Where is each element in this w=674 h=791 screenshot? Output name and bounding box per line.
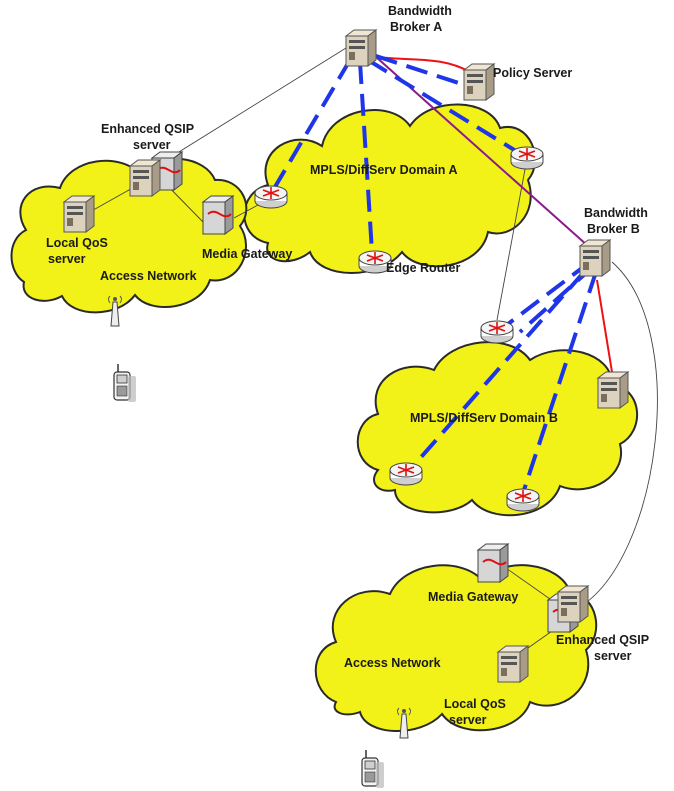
label-eqsip-a-line1: Enhanced QSIP [101, 122, 194, 136]
label-media-gateway-b: Media Gateway [428, 590, 518, 604]
link-eqsip-a-to-local-qos-a [87, 185, 137, 214]
label-domain-b: MPLS/DiffServ Domain B [410, 411, 558, 425]
link-mgw-a-to-router [233, 204, 259, 219]
label-media-gateway-a: Media Gateway [202, 247, 292, 261]
link-bb-b-to-eqsip-b [577, 261, 658, 609]
label-local-qos-b-line2: server [449, 713, 487, 727]
local-qos-a-server-icon [63, 195, 95, 233]
label-policy-server: Policy Server [493, 66, 572, 80]
lsp-b-1 [498, 260, 592, 332]
label-access-network-b: Access Network [344, 656, 441, 670]
mobile-phone-a-icon [113, 363, 137, 403]
label-local-qos-a-line1: Local QoS [46, 236, 108, 250]
mobile-phone-b-icon [361, 749, 385, 789]
cloud-access-b [314, 564, 598, 732]
label-local-qos-b-line1: Local QoS [444, 697, 506, 711]
lsp-a-4 [375, 54, 475, 90]
link-bb-b-to-policy-b [596, 279, 613, 373]
label-bb-a-line2: Broker A [390, 20, 442, 34]
eqsip-b-secondary-server-icon [557, 585, 589, 623]
label-bb-a-line1: Bandwidth [388, 4, 452, 18]
label-bb-b-line1: Bandwidth [584, 206, 648, 220]
router-domain-a-right-icon [510, 146, 544, 170]
label-edge-router: Edge Router [386, 261, 460, 275]
label-bb-b-line2: Broker B [587, 222, 640, 236]
router-domain-b-bottom-icon [506, 488, 540, 512]
bandwidth-broker-b-server-icon [579, 239, 611, 277]
media-gateway-a-icon [202, 195, 234, 235]
link-eqsip-a-to-bb-a [165, 47, 347, 161]
lsp-b-3 [406, 270, 586, 474]
lsp-a-1 [270, 58, 352, 194]
router-domain-b-top-icon [480, 320, 514, 344]
label-eqsip-b-line1: Enhanced QSIP [556, 633, 649, 647]
router-domain-b-left-icon [389, 462, 423, 486]
cloud-domain-b [356, 341, 639, 517]
label-eqsip-a-line2: server [133, 138, 171, 152]
media-gateway-b-icon [477, 543, 509, 583]
label-access-network-a: Access Network [100, 269, 197, 283]
link-router-to-router-b [496, 163, 527, 321]
label-eqsip-b-line2: server [594, 649, 632, 663]
policy-server-b-icon [597, 371, 629, 409]
policy-server-icon [463, 63, 495, 101]
lsp-b-4 [520, 271, 598, 497]
eqsip-a-secondary-server-icon [129, 159, 161, 197]
local-qos-b-server-icon [497, 645, 529, 683]
bandwidth-broker-a-server-icon [345, 29, 377, 67]
label-local-qos-a-line2: server [48, 252, 86, 266]
label-domain-a: MPLS/DiffServ Domain A [310, 163, 457, 177]
router-domain-a-left-icon [254, 185, 288, 209]
